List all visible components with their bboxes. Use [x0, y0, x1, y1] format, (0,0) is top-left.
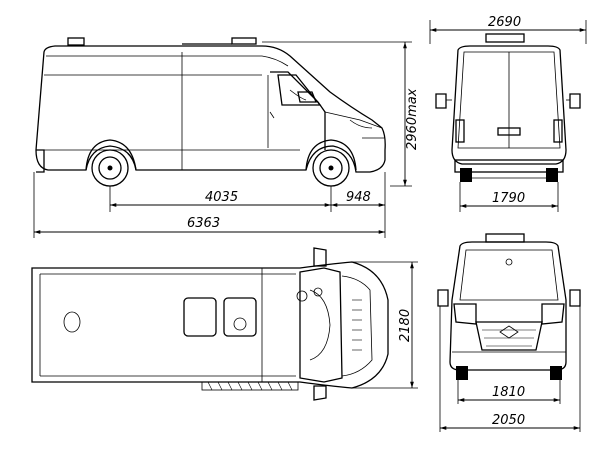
dim-side-total-length: 6363 [187, 216, 220, 231]
side-view [33, 37, 412, 238]
dim-front-inner-width: 1810 [492, 385, 525, 400]
dim-side-rear-overhang: 948 [346, 190, 371, 205]
dim-rear-bottom-width: 1790 [492, 191, 525, 206]
rear-dimensions: 2690 1790 [430, 15, 586, 208]
front-dimensions: 1810 2050 [440, 385, 580, 430]
side-dimensions: 4035 948 6363 2960max [34, 42, 420, 234]
dim-side-wheelbase: 4035 [205, 190, 238, 205]
plan-dimensions: 2180 [398, 262, 414, 388]
dim-rear-top-width: 2690 [488, 15, 521, 30]
dim-plan-width: 2180 [398, 309, 413, 342]
front-view [437, 233, 581, 432]
dim-front-total-width: 2050 [492, 413, 525, 428]
rear-view [429, 20, 587, 212]
plan-view [31, 247, 418, 401]
dim-side-height: 2960max [405, 88, 420, 150]
